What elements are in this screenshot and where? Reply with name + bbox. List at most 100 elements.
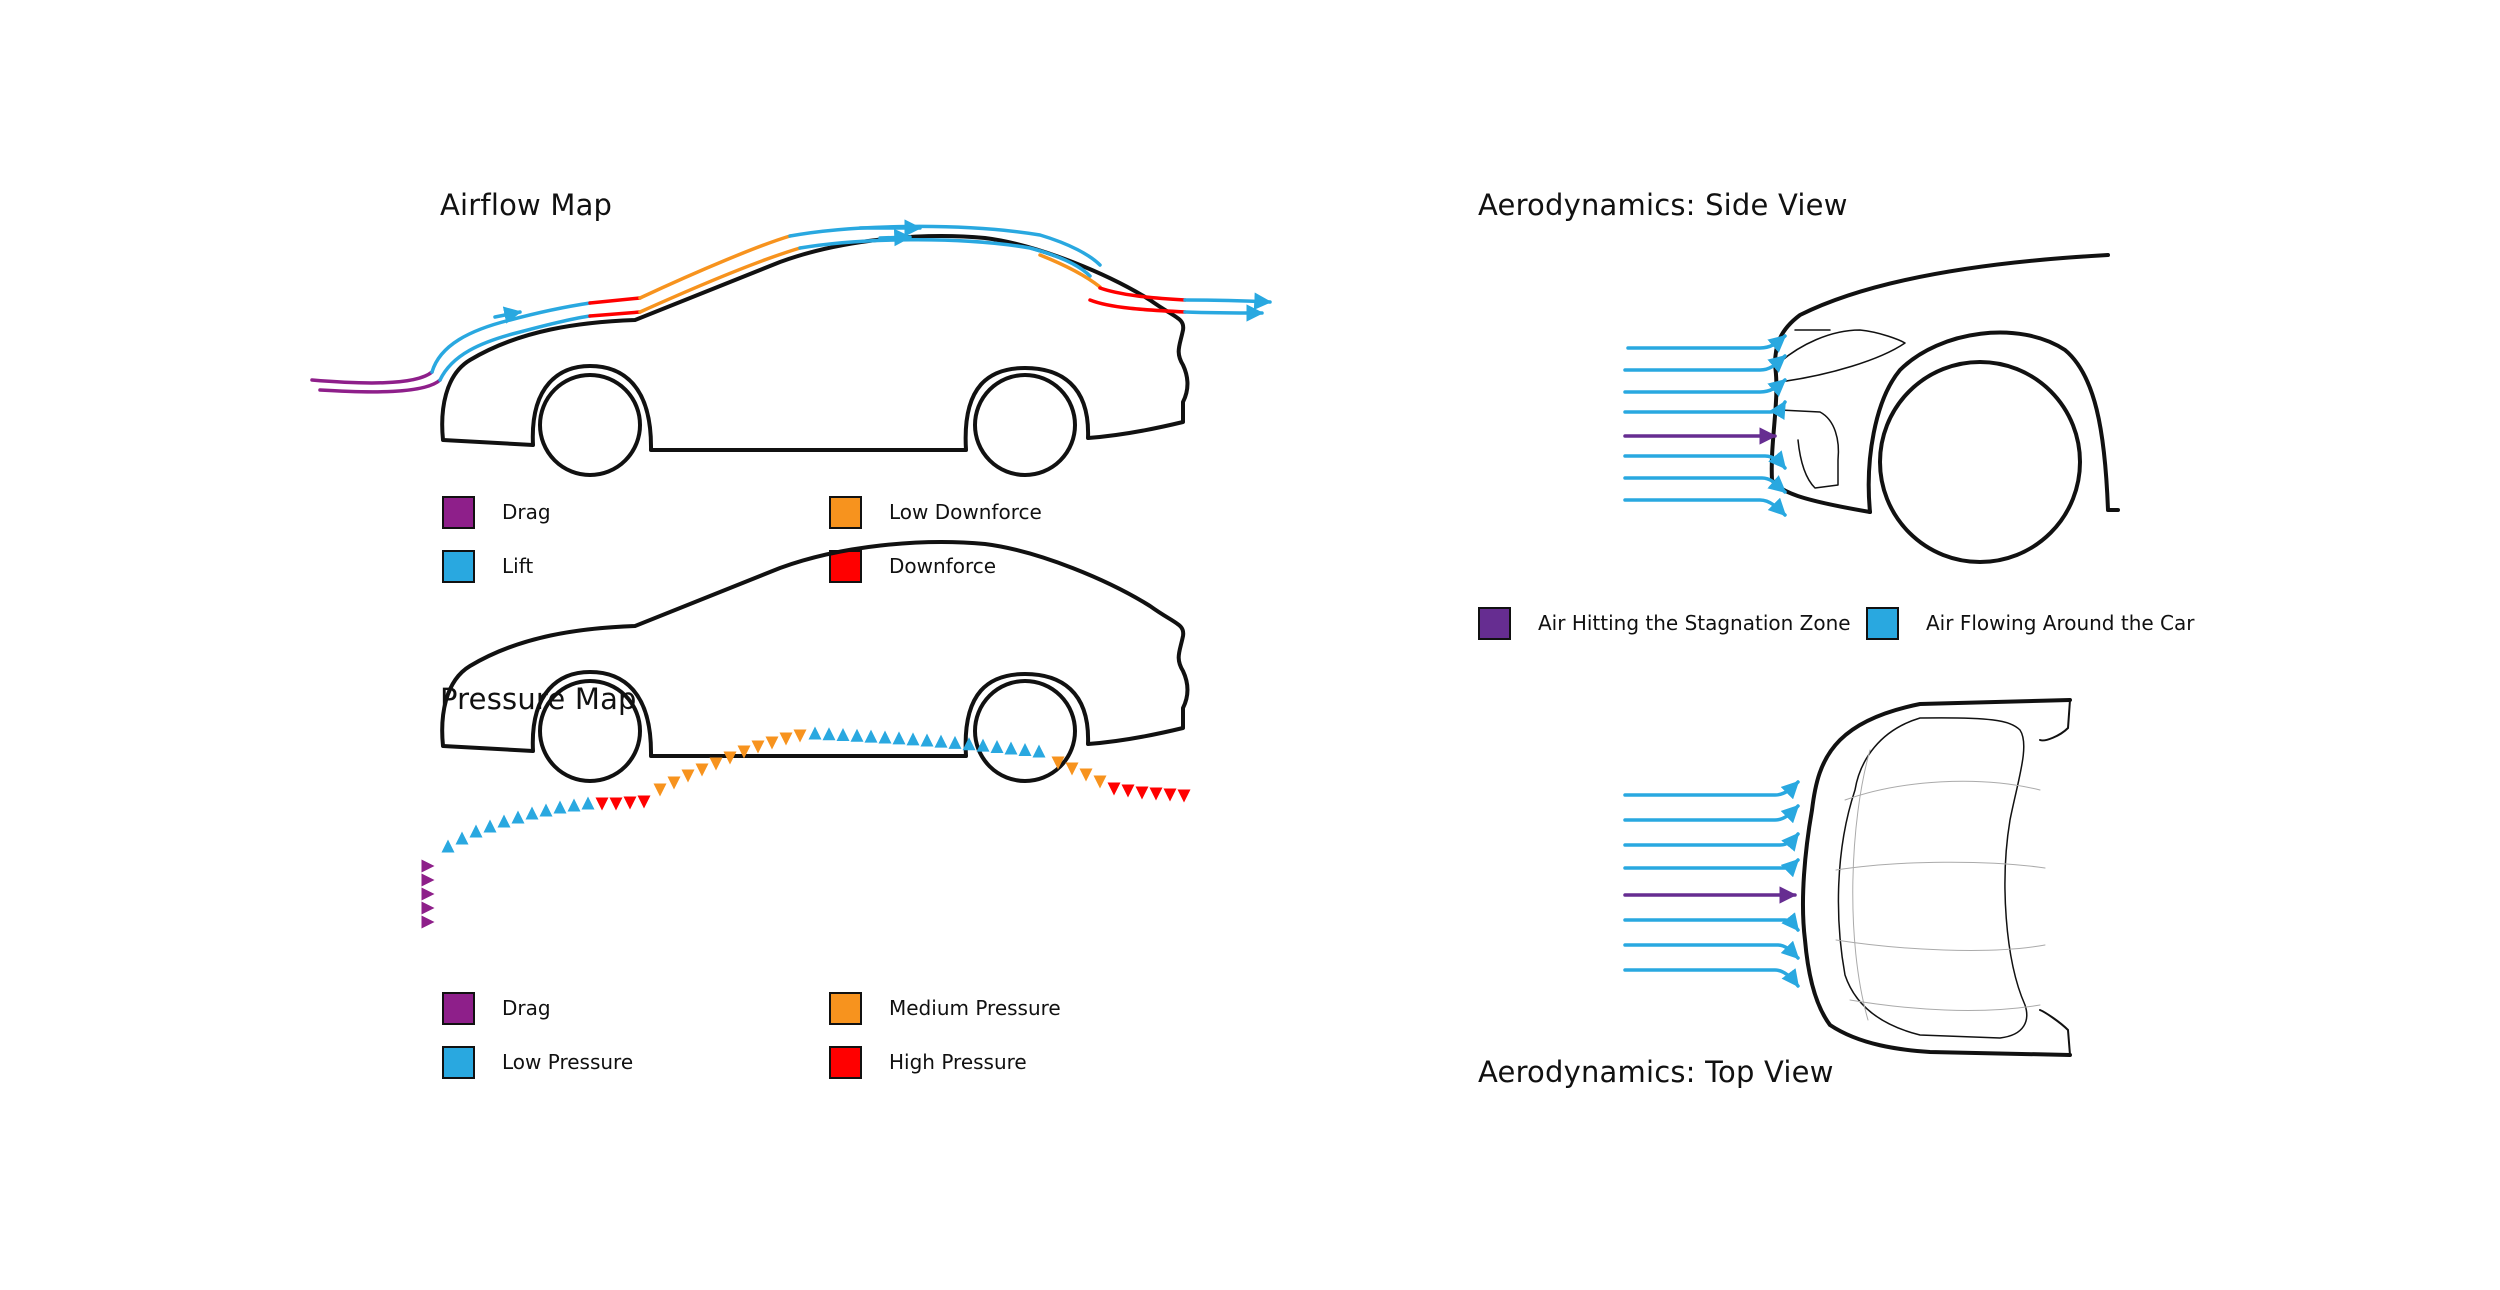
pressure-marker bbox=[1107, 782, 1121, 796]
pressure-marker bbox=[779, 732, 793, 746]
pressure-marker bbox=[836, 727, 850, 741]
side-view-car bbox=[1769, 253, 2120, 564]
pressure-marker bbox=[1004, 741, 1018, 755]
pressure-marker bbox=[864, 729, 878, 743]
legend-item-downforce: Downforce bbox=[829, 548, 996, 584]
legend-swatch bbox=[1866, 606, 1899, 640]
airflow-car-outline bbox=[440, 234, 1190, 477]
pressure-marker bbox=[709, 757, 723, 771]
legend-item-lift: Lift bbox=[442, 548, 533, 584]
legend-swatch bbox=[442, 991, 475, 1025]
side-view-airflow bbox=[1623, 334, 1787, 517]
pressure-marker bbox=[1018, 742, 1032, 756]
pressure-marker bbox=[525, 806, 539, 820]
legend-label: Air Hitting the Stagnation Zone bbox=[1538, 611, 1851, 635]
pressure-marker bbox=[1177, 789, 1191, 803]
pressure-marker bbox=[1135, 786, 1149, 800]
legend-item-medium-pressure: Medium Pressure bbox=[829, 990, 1061, 1026]
pressure-marker bbox=[421, 859, 435, 873]
pressure-marker bbox=[962, 737, 976, 751]
pressure-marker bbox=[455, 831, 469, 845]
legend-label: Low Pressure bbox=[502, 1050, 634, 1074]
pressure-marker bbox=[623, 796, 637, 810]
legend-item-stagnation: Air Hitting the Stagnation Zone bbox=[1478, 605, 1851, 641]
pressure-marker bbox=[681, 769, 695, 783]
pressure-marker bbox=[637, 795, 651, 809]
pressure-marker bbox=[793, 729, 807, 743]
pressure-marker bbox=[723, 751, 737, 765]
legend-item-low-downforce: Low Downforce bbox=[829, 494, 1042, 530]
legend-label: Air Flowing Around the Car bbox=[1926, 611, 2195, 635]
legend-swatch bbox=[442, 549, 475, 583]
legend-item-air-flowing: Air Flowing Around the Car bbox=[1866, 605, 2195, 641]
pressure-marker bbox=[1093, 775, 1107, 789]
legend-label: Low Downforce bbox=[889, 500, 1042, 524]
pressure-marker bbox=[581, 796, 595, 810]
top-view-car bbox=[1801, 698, 2072, 1057]
pressure-marker bbox=[751, 740, 765, 754]
legend-label: Drag bbox=[502, 500, 551, 524]
legend-label: Drag bbox=[502, 996, 551, 1020]
pressure-marker bbox=[653, 783, 667, 797]
pressure-car-outline bbox=[440, 540, 1190, 783]
pressure-marker bbox=[934, 734, 948, 748]
airflow-streamlines bbox=[310, 219, 1272, 394]
pressure-marker bbox=[1079, 768, 1093, 782]
pressure-marker bbox=[539, 803, 553, 817]
pressure-marker bbox=[892, 731, 906, 745]
pressure-marker bbox=[1121, 784, 1135, 798]
pressure-marker bbox=[695, 763, 709, 777]
legend-swatch bbox=[829, 991, 862, 1025]
top-view-title: Aerodynamics: Top View bbox=[1478, 1055, 1834, 1089]
legend-swatch bbox=[442, 1045, 475, 1079]
pressure-marker bbox=[990, 740, 1004, 754]
side-view-title: Aerodynamics: Side View bbox=[1478, 188, 1848, 222]
legend-item-drag: Drag bbox=[442, 990, 551, 1026]
pressure-marker bbox=[511, 810, 525, 824]
pressure-marker bbox=[595, 797, 609, 811]
pressure-marker bbox=[469, 824, 483, 838]
pressure-marker bbox=[920, 733, 934, 747]
pressure-marker bbox=[1051, 756, 1065, 770]
legend-label: Downforce bbox=[889, 554, 997, 578]
top-view-airflow bbox=[1623, 780, 1800, 988]
airflow-map-title: Airflow Map bbox=[440, 188, 613, 222]
pressure-marker bbox=[553, 800, 567, 814]
pressure-marker bbox=[1032, 744, 1046, 758]
pressure-marker bbox=[976, 738, 990, 752]
pressure-marker bbox=[483, 819, 497, 833]
pressure-marker bbox=[609, 797, 623, 811]
pressure-marker bbox=[421, 901, 435, 915]
legend-item-low-pressure: Low Pressure bbox=[442, 1044, 633, 1080]
pressure-marker bbox=[567, 798, 581, 812]
pressure-marker bbox=[497, 814, 511, 828]
legend-swatch bbox=[829, 1045, 862, 1079]
legend-label: Lift bbox=[502, 554, 534, 578]
pressure-marker bbox=[421, 873, 435, 887]
pressure-marker bbox=[421, 915, 435, 929]
legend-label: High Pressure bbox=[889, 1050, 1027, 1074]
pressure-marker bbox=[822, 727, 836, 741]
legend-item-high-pressure: High Pressure bbox=[829, 1044, 1027, 1080]
legend-swatch bbox=[829, 495, 862, 529]
pressure-marker bbox=[667, 776, 681, 790]
pressure-marker bbox=[1065, 762, 1079, 776]
pressure-marker bbox=[906, 732, 920, 746]
pressure-marker bbox=[1163, 788, 1177, 802]
legend-swatch bbox=[442, 495, 475, 529]
pressure-marker bbox=[421, 887, 435, 901]
pressure-marker bbox=[737, 745, 751, 759]
pressure-marker bbox=[850, 728, 864, 742]
pressure-marker bbox=[765, 736, 779, 750]
pressure-marker bbox=[878, 730, 892, 744]
legend-swatch bbox=[1478, 606, 1511, 640]
legend-label: Medium Pressure bbox=[889, 996, 1061, 1020]
legend-item-drag: Drag bbox=[442, 494, 551, 530]
pressure-markers bbox=[421, 726, 1191, 929]
pressure-marker bbox=[948, 735, 962, 749]
pressure-marker bbox=[808, 726, 822, 740]
pressure-marker bbox=[1149, 787, 1163, 801]
pressure-marker bbox=[441, 839, 455, 853]
